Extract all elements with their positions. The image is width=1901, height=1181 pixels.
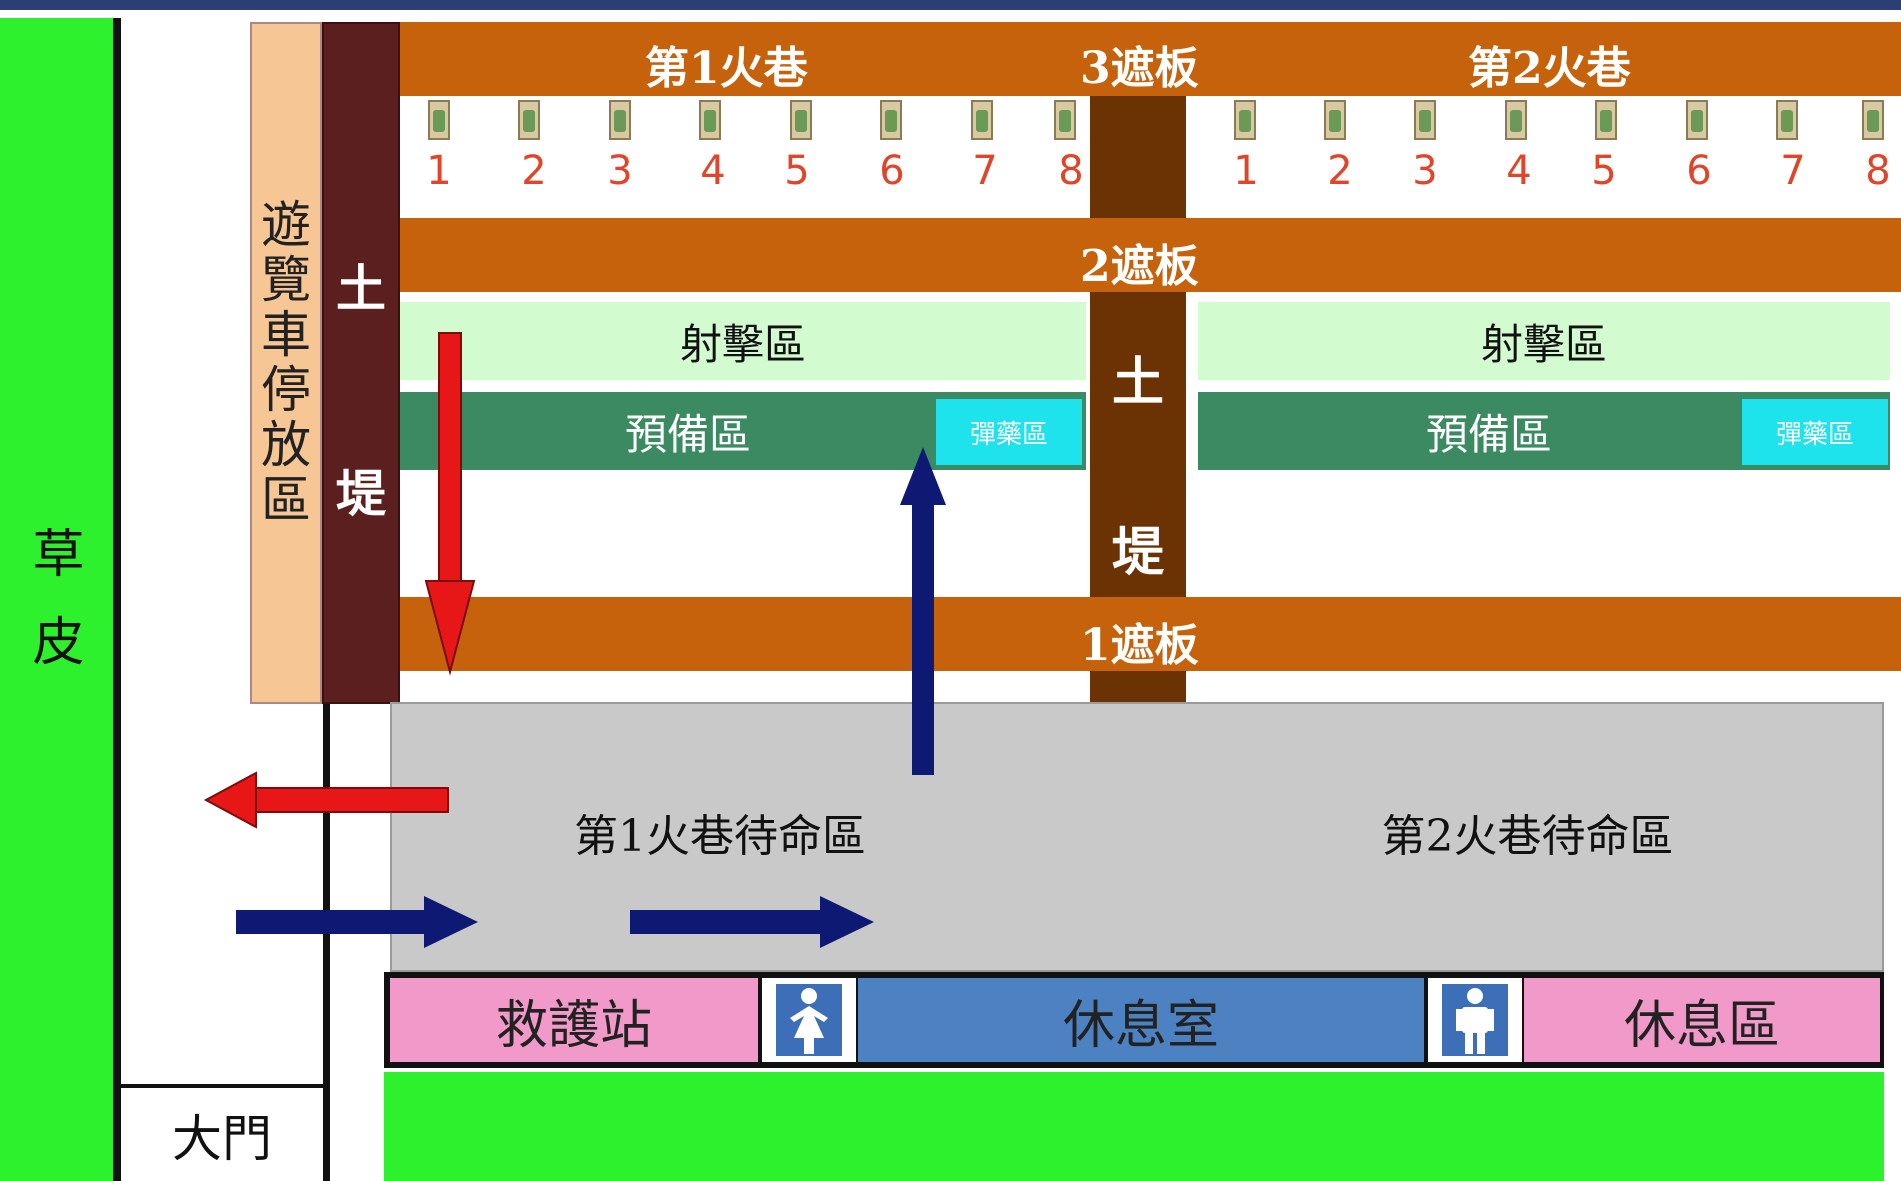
lane2-number-1: 1 [1233,148,1259,194]
ammo-area-lane2: 彈藥區 [1742,399,1888,465]
rest-area-label: 休息區 [1623,995,1780,1056]
restroom: 休息室 [858,978,1424,1062]
gate-label: 大門 [172,1109,272,1168]
first-aid-station: 救護站 [390,978,758,1062]
fence-line-middle [323,700,330,1181]
grass-label-1: 草 [32,525,85,586]
woman-icon [762,978,856,1062]
bottom-grass [384,1072,1884,1181]
man-icon-graphic [1442,984,1508,1056]
parking-label-3: 車 [261,306,311,364]
target-lane2-4 [1505,100,1527,140]
lane2-title: 第2火巷 [1468,43,1631,94]
fence-line-left [113,18,121,1181]
baffle-3-label: 3遮板 [1080,43,1199,94]
lane1-number-8: 8 [1058,148,1084,194]
lane2-number-3: 3 [1412,148,1438,194]
target-lane1-7 [971,100,993,140]
red-arrow-down [424,332,476,676]
lane2-number-8: 8 [1865,148,1891,194]
target-lane1-1 [428,100,450,140]
center-berm-label-1: 土 [1111,352,1164,413]
target-lane1-6 [880,100,902,140]
bus-parking-area: 遊 覽 車 停 放 區 [250,22,322,704]
lane2-number-6: 6 [1686,148,1712,194]
lane1-number-2: 2 [521,148,547,194]
target-lane2-3 [1414,100,1436,140]
baffle-1 [400,597,1901,671]
lane1-waiting-label: 第1火巷待命區 [574,811,866,862]
lane1-number-5: 5 [784,148,810,194]
baffle-2 [400,218,1901,292]
lane2-number-2: 2 [1327,148,1353,194]
lane1-number-3: 3 [607,148,633,194]
blue-arrow-right-1 [236,896,478,948]
parking-label-4: 停 [261,361,311,419]
firing-zone-lane1: 射擊區 [400,302,1086,380]
target-lane2-2 [1324,100,1346,140]
baffle-3: 第1火巷 3遮板 第2火巷 [400,22,1901,96]
firing-zone-lane1-label: 射擊區 [679,319,806,369]
target-lane2-7 [1776,100,1798,140]
firing-zone-lane2: 射擊區 [1198,302,1890,380]
target-lane1-2 [518,100,540,140]
top-frame-line [0,0,1901,10]
blue-arrow-right-2 [630,896,874,948]
target-lane2-5 [1595,100,1617,140]
grass-strip: 草 皮 [0,18,117,1181]
main-gate: 大門 [121,1088,323,1181]
woman-icon-graphic [776,984,842,1056]
parking-label-5: 放 [261,416,311,474]
baffle-1-label: 1遮板 [1080,620,1199,671]
firing-zone-lane2-label: 射擊區 [1480,319,1607,369]
restroom-label: 休息室 [1062,995,1219,1056]
lane1-number-6: 6 [879,148,905,194]
parking-label-1: 遊 [261,196,311,254]
target-lane1-4 [699,100,721,140]
baffle-2-label: 2遮板 [1080,241,1199,292]
target-lane2-1 [1234,100,1256,140]
lane1-title: 第1火巷 [645,43,808,94]
lane1-number-7: 7 [972,148,998,194]
lane2-number-4: 4 [1506,148,1532,194]
parking-label-6: 區 [261,471,311,529]
lane2-waiting-label: 第2火巷待命區 [1381,811,1674,862]
lane1-number-1: 1 [426,148,452,194]
left-berm: 土 堤 [322,22,400,704]
first-aid-label: 救護站 [495,995,652,1056]
grass-label-2: 皮 [32,612,85,673]
rest-area: 休息區 [1524,978,1880,1062]
man-icon [1428,978,1522,1062]
parking-label-2: 覽 [261,251,311,309]
target-lane1-3 [609,100,631,140]
ammo-area-lane1-label: 彈藥區 [969,419,1048,450]
red-arrow-left [203,771,449,829]
ready-zone-lane1-label: 預備區 [624,409,751,459]
left-berm-label-1: 土 [336,259,386,318]
gate-top-line [117,1084,327,1088]
lane2-number-5: 5 [1591,148,1617,194]
blue-arrow-up [900,447,946,775]
ammo-area-lane2-label: 彈藥區 [1775,419,1854,450]
target-lane2-8 [1862,100,1884,140]
target-lane1-5 [790,100,812,140]
lane2-number-7: 7 [1780,148,1806,194]
center-berm-label-2: 堤 [1111,522,1164,583]
lane1-waiting-area: 第1火巷待命區 [530,792,910,872]
lane1-number-4: 4 [700,148,726,194]
ammo-area-lane1: 彈藥區 [936,399,1082,465]
target-lane1-8 [1054,100,1076,140]
lane2-waiting-area: 第2火巷待命區 [1355,792,1700,872]
ready-zone-lane2-label: 預備區 [1425,409,1552,459]
target-lane2-6 [1686,100,1708,140]
left-berm-label-2: 堤 [336,464,386,523]
